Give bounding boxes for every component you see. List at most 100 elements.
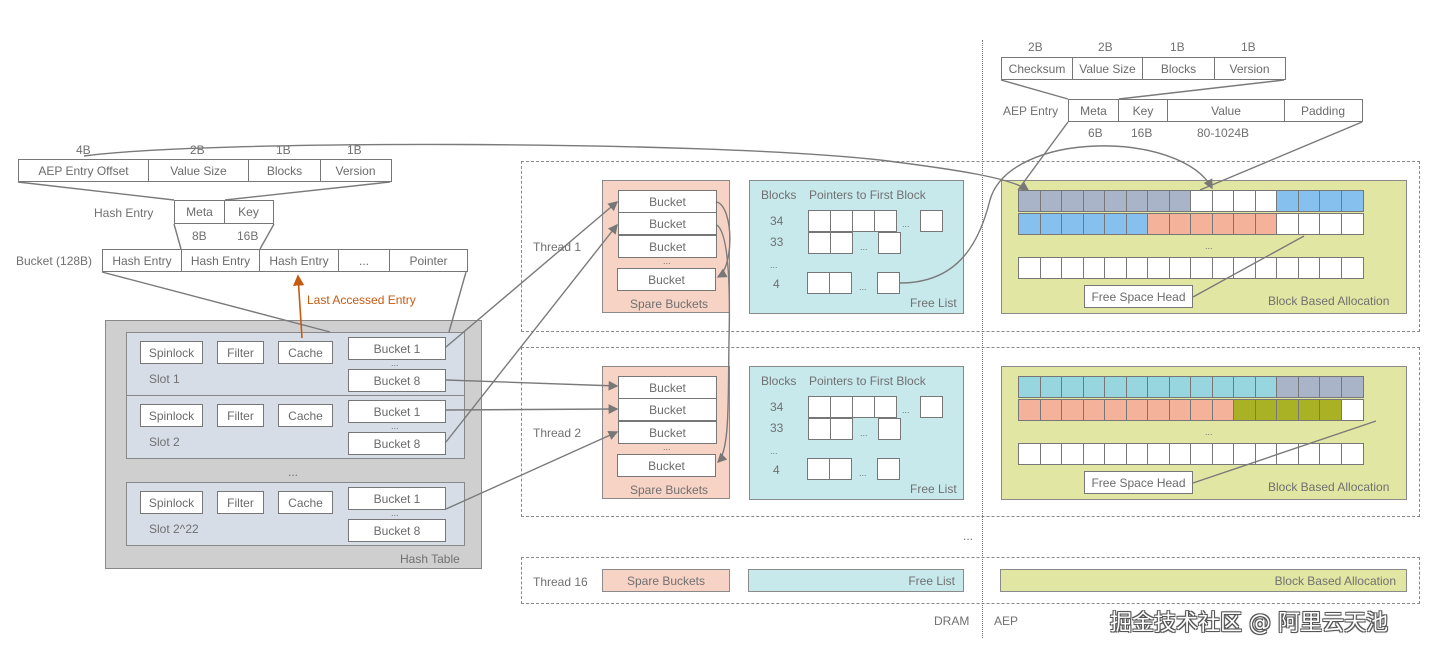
memory-block: [1147, 376, 1170, 398]
thread-label: Thread 2: [533, 426, 582, 440]
memory-block: [1211, 213, 1235, 235]
memory-block: [1340, 376, 1364, 398]
memory-block: [1276, 399, 1299, 421]
pointer-block: [808, 418, 831, 440]
memory-block: [1254, 257, 1278, 279]
memory-block: [1297, 190, 1321, 212]
pointer-block: [808, 396, 831, 418]
pointer-block: [878, 232, 901, 254]
fan-line: [1118, 79, 1285, 100]
spinlock-box: Spinlock: [140, 404, 203, 427]
free-list-col-blocks: Blocks: [761, 188, 797, 202]
memory-block: [1319, 376, 1342, 398]
pointer-ellipsis: ...: [859, 282, 867, 292]
field-aep-entry-offset: AEP Entry Offset: [18, 159, 149, 182]
spare-bucket: Bucket: [618, 421, 717, 444]
memory-block: [1340, 443, 1364, 465]
thread-16-block-allocation: Block Based Allocation: [1000, 569, 1407, 592]
spare-bucket: Bucket: [617, 454, 716, 477]
spare-bucket: Bucket: [618, 398, 717, 421]
thread-16-label: Thread 16: [533, 575, 588, 589]
memory-block: [1018, 399, 1041, 421]
memory-block: [1147, 443, 1170, 465]
memory-block: [1276, 376, 1299, 398]
field-padding: Padding: [1283, 99, 1363, 122]
pointer-ellipsis: ...: [902, 405, 910, 415]
memory-block: [1254, 213, 1278, 235]
bucket-ellipsis: ...: [391, 421, 399, 431]
pointer-block: [830, 396, 853, 418]
size-label: 2B: [190, 143, 205, 157]
spare-ellipsis: ...: [663, 442, 671, 452]
cache-box: Cache: [278, 404, 333, 427]
memory-block: [1211, 257, 1235, 279]
field-key: Key: [223, 200, 274, 224]
pointer-block: [830, 232, 853, 254]
filter-box: Filter: [217, 404, 264, 427]
memory-block: [1039, 190, 1063, 212]
memory-block: [1254, 399, 1278, 421]
memory-block: [1104, 213, 1127, 235]
memory-block: [1018, 190, 1041, 212]
size-label: 1B: [276, 143, 291, 157]
block-allocation-label: Block Based Allocation: [1268, 480, 1390, 494]
size-label: 1B: [347, 143, 362, 157]
pointer-block: [829, 458, 852, 480]
size-label: 16B: [237, 229, 259, 243]
memory-block: [1340, 257, 1364, 279]
thread-16-frame: [521, 557, 1420, 604]
memory-block: [1168, 376, 1192, 398]
block-row: [1018, 257, 1364, 279]
memory-block: [1104, 257, 1127, 279]
memory-block: [1147, 257, 1170, 279]
dram-label: DRAM: [934, 614, 970, 628]
memory-block: [1190, 213, 1213, 235]
cache-box: Cache: [278, 491, 333, 514]
memory-block: [1018, 213, 1041, 235]
memory-block: [1297, 443, 1321, 465]
pointer-ellipsis: ...: [859, 468, 867, 478]
field-blocks: Blocks: [1142, 57, 1215, 80]
memory-block: [1276, 190, 1299, 212]
spinlock-box: Spinlock: [140, 491, 203, 514]
field-value-size: Value Size: [147, 159, 250, 182]
filter-box: Filter: [217, 341, 264, 364]
memory-block: [1147, 213, 1170, 235]
spare-ellipsis: ...: [663, 256, 671, 266]
memory-block: [1233, 190, 1256, 212]
memory-block: [1254, 443, 1278, 465]
memory-block: [1190, 376, 1213, 398]
field-version: Version: [1213, 57, 1286, 80]
fan-line: [224, 181, 391, 201]
spare-bucket: Bucket: [618, 235, 717, 258]
memory-block: [1039, 257, 1063, 279]
fan-line: [173, 223, 182, 250]
memory-block: [1211, 190, 1235, 212]
size-label: 8B: [192, 229, 207, 243]
field-pointer: Pointer: [389, 249, 468, 272]
memory-block: [1082, 443, 1106, 465]
memory-block: [1082, 376, 1106, 398]
bucket-layout: Hash Entry Hash Entry Hash Entry ... Poi…: [102, 249, 468, 272]
memory-block: [1082, 190, 1106, 212]
field-hash-entry: Hash Entry: [259, 249, 339, 272]
field-ellipsis: ...: [337, 249, 391, 272]
free-list-row-label: 4: [773, 463, 780, 477]
memory-block: [1319, 190, 1342, 212]
field-blocks: Blocks: [248, 159, 321, 182]
spare-bucket: Bucket: [618, 376, 717, 399]
memory-block: [1061, 213, 1084, 235]
free-list-col-pointers: Pointers to First Block: [809, 374, 926, 388]
bucket-first: Bucket 1: [348, 400, 446, 423]
field-hash-entry: Hash Entry: [102, 249, 182, 272]
pointer-block: [830, 418, 853, 440]
free-list-row-label: ...: [770, 260, 778, 270]
memory-block: [1233, 443, 1256, 465]
memory-block: [1061, 257, 1084, 279]
pointer-block: [852, 210, 875, 232]
memory-block: [1211, 399, 1235, 421]
memory-block: [1297, 213, 1321, 235]
bucket-last: Bucket 8: [348, 369, 446, 392]
spare-bucket: Bucket: [617, 268, 716, 291]
memory-block: [1147, 399, 1170, 421]
